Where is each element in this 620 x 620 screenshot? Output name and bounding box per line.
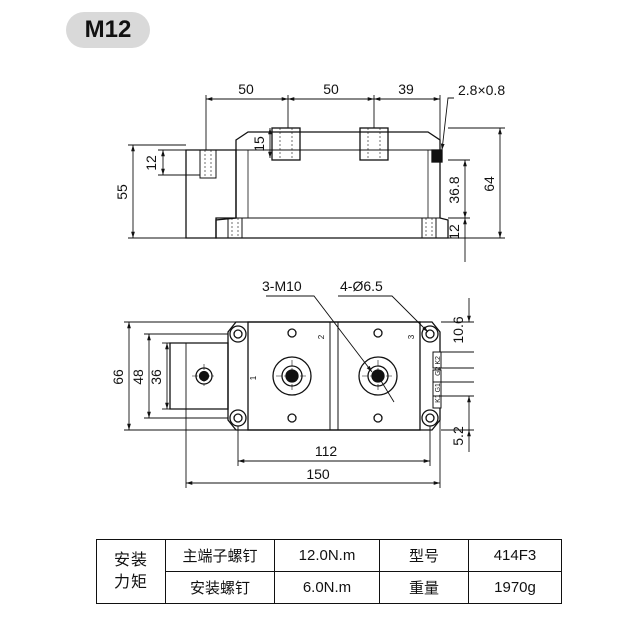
top-housing <box>247 321 421 431</box>
screw-name-cell: 安装螺钉 <box>165 571 275 604</box>
dim-50-left: 50 <box>238 81 254 97</box>
side-left-stud <box>199 149 217 179</box>
dim-10-6: 10.6 <box>450 316 466 343</box>
screw-2-bottom <box>373 413 383 423</box>
gate-pin-g2 <box>432 351 442 369</box>
dim-112: 112 <box>315 443 338 459</box>
dim-64: 64 <box>481 176 497 192</box>
pin-label-k1-g1: K1 G1 <box>435 383 442 403</box>
side-foot-right <box>421 217 437 239</box>
dim-55: 55 <box>114 184 130 200</box>
dim-50-right: 50 <box>323 81 339 97</box>
screw-2-top <box>373 328 383 338</box>
gate-pin-g1 <box>432 395 442 409</box>
pin-label-3: 3 <box>407 334 416 339</box>
screw-1-top <box>287 328 297 338</box>
torque-label-line1: 安装 <box>113 551 148 569</box>
torque-value-cell: 12.0N.m <box>274 539 380 572</box>
top-left-bracket <box>169 342 229 410</box>
top-view-centerlines <box>192 360 394 392</box>
model-badge: M12 <box>66 12 150 48</box>
pin-label-2: 2 <box>317 334 326 339</box>
table-row: 安装螺钉 6.0N.m 重量 1970g <box>97 571 562 604</box>
top-view-labels: 3-M10 4-Ø6.5 66 48 36 10.6 5.2 112 150 1… <box>110 278 466 482</box>
dim-150: 150 <box>306 466 330 482</box>
mount-hole-tr <box>421 325 439 343</box>
screw-1-bottom <box>287 413 297 423</box>
callout-4-holes: 4-Ø6.5 <box>340 278 383 294</box>
side-terminal-1 <box>271 127 301 161</box>
property-key-cell: 型号 <box>379 539 469 572</box>
pin-label-g2-k2: G2 K2 <box>435 356 442 376</box>
screw-name-cell: 主端子螺钉 <box>165 539 275 572</box>
dim-66: 66 <box>110 369 126 385</box>
property-value-cell: 1970g <box>468 571 562 604</box>
terminal-1-outer <box>272 356 312 396</box>
side-terminal-2 <box>359 127 389 161</box>
torque-value-cell: 6.0N.m <box>274 571 380 604</box>
torque-label-cell: 安装 力矩 <box>96 539 166 604</box>
dim-12-left: 12 <box>143 155 159 171</box>
spec-table: 安装 力矩 主端子螺钉 12.0N.m 型号 414F3 安装螺钉 6.0N.m… <box>96 539 562 604</box>
side-view-dimensions <box>128 95 505 262</box>
mount-hole-br <box>421 409 439 427</box>
dim-12-right: 12 <box>446 224 462 240</box>
dim-15: 15 <box>251 136 267 152</box>
side-view <box>185 127 449 239</box>
dim-48: 48 <box>130 369 146 385</box>
dim-terminal-size: 2.8×0.8 <box>458 82 505 98</box>
torque-label-line2: 力矩 <box>113 573 148 591</box>
mount-hole-tl <box>229 325 247 343</box>
property-key-cell: 重量 <box>379 571 469 604</box>
pin-label-1: 1 <box>249 375 258 380</box>
terminal-2-outer <box>358 356 398 396</box>
dim-5-2: 5.2 <box>450 426 466 446</box>
side-foot-left <box>227 217 243 239</box>
mount-hole-bl <box>229 409 247 427</box>
dim-39: 39 <box>398 81 414 97</box>
dim-36: 36 <box>148 369 164 385</box>
property-value-cell: 414F3 <box>468 539 562 572</box>
mechanical-drawing: 50 50 39 2.8×0.8 12 15 55 36.8 64 12 <box>110 81 505 488</box>
top-view-dimensions <box>124 295 474 488</box>
dim-36-8: 36.8 <box>446 176 462 203</box>
table-row: 安装 力矩 主端子螺钉 12.0N.m 型号 414F3 <box>96 539 562 604</box>
callout-3-m10: 3-M10 <box>262 278 302 294</box>
side-signal-pin <box>431 149 443 163</box>
side-view-dimension-labels: 50 50 39 2.8×0.8 12 15 55 36.8 64 12 <box>114 81 505 240</box>
